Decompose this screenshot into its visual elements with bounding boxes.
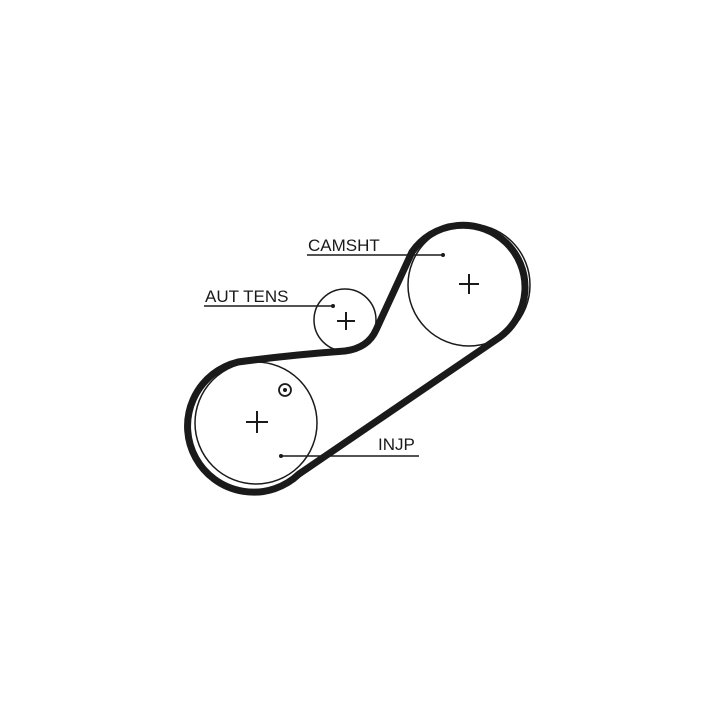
timing-belt xyxy=(184,221,529,496)
camshaft-leader xyxy=(307,253,445,257)
plus-icon xyxy=(459,274,479,294)
camshaft-label: CAMSHT xyxy=(308,236,380,255)
injection-pump-leader xyxy=(279,454,419,458)
timing-mark-icon xyxy=(278,383,292,397)
plus-icon xyxy=(246,411,268,433)
plus-icon xyxy=(337,312,355,330)
injection-pump-label: INJP xyxy=(378,435,415,454)
tensioner-label: AUT TENS xyxy=(205,287,288,306)
tensioner-leader xyxy=(204,304,335,308)
